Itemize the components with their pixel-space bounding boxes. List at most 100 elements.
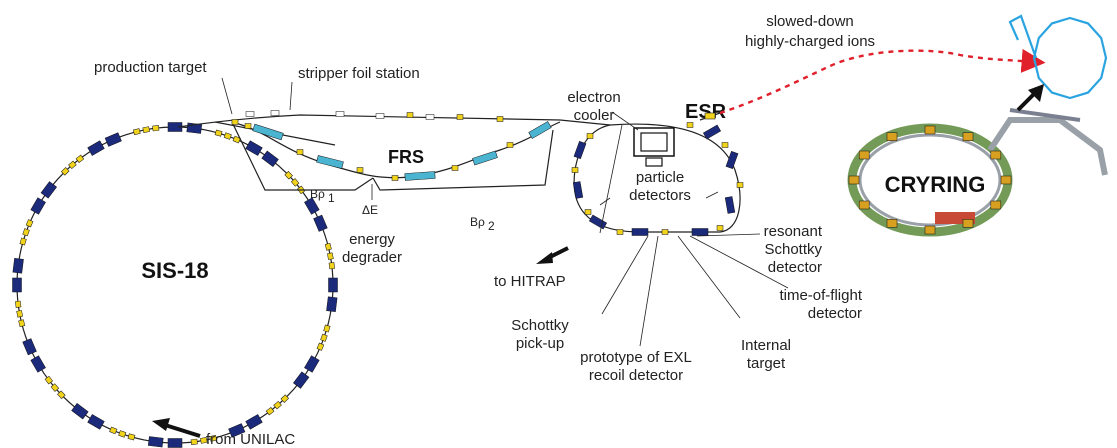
cryring-orbit [1008,14,1108,100]
frs-diagnostic [425,114,435,120]
frs-dipole [316,155,344,169]
sis-quadrupole [223,132,232,140]
sis-quadrupole [44,375,53,385]
from-unilac-label: from UNILAC [206,431,295,448]
brho2-label: Bρ 2 [470,215,495,233]
esr-quadrupole [586,133,594,139]
sis-quadrupole [68,160,77,170]
sis-quadrupole [190,438,198,445]
svg-text:detectors: detectors [629,187,691,204]
svg-text:resonant: resonant [764,223,823,240]
sis-dipole-magnet [304,197,320,215]
sis-dipole-magnet [40,181,57,199]
frs-dipole [252,123,284,141]
sis-quadrupole [19,237,27,246]
sis-quadrupole [109,426,118,435]
electron-cooler-label: electron cooler [567,89,620,124]
svg-text:detector: detector [768,259,822,276]
esr-quadrupole [584,209,592,215]
sis-dipole-magnet [71,403,89,420]
svg-text:Bρ: Bρ [310,187,325,201]
svg-text:1: 1 [328,191,335,205]
esr-dipole [724,196,736,214]
svg-text:energy: energy [349,231,395,248]
sis-dipole-magnet [147,436,164,448]
frs-label: FRS [388,147,424,167]
svg-text:highly-charged ions: highly-charged ions [745,33,875,50]
sis-quadrupole [132,128,141,136]
sis-quadrupole [265,407,275,416]
svg-text:cooler: cooler [574,107,615,124]
sis-dipole-magnet [30,355,46,373]
esr-quadrupole [736,182,744,188]
frs-quadrupole [456,114,464,120]
sis-quadrupole [273,400,282,410]
sis-quadrupole [323,324,331,333]
sis-quadrupole [22,228,30,237]
sis-quadrupole [214,129,223,137]
slowed-ions-label: slowed-down highly-charged ions [745,13,875,50]
sis-dipole-magnet [104,132,122,147]
frs-quadrupole [406,112,414,118]
sis-quadrupole [328,262,335,270]
svg-text:recoil detector: recoil detector [589,367,683,384]
sis-dipole-magnet [228,423,246,438]
frs-dipole [528,121,552,139]
sis-quadrupole [16,310,23,318]
sis-quadrupole [75,154,85,163]
sis-quadrupole [127,433,136,441]
esr-dipole [572,181,584,199]
cryring-magnet [1000,175,1012,185]
svg-text:2: 2 [488,219,495,233]
esr-quadrupole [721,142,729,148]
cryring-magnet [962,219,974,228]
esr-dipole [588,214,608,230]
resonant-schottky-label: resonant Schottky detector [764,223,823,276]
cryring-machine [847,108,1108,237]
sis-quadrupole [57,390,66,400]
svg-text:Internal: Internal [741,337,791,354]
frs-dipole [472,150,498,166]
sis-dipole-magnet [313,214,328,232]
arrow-from-unilac [152,418,201,438]
sis-quadrupole [290,178,300,187]
sis-quadrupole [152,125,160,132]
esr-dipole [725,150,739,170]
svg-text:pick-up: pick-up [516,335,564,352]
delta-e-label: ΔE [362,203,378,217]
frs-quadrupole [496,116,504,122]
esr-dipole [573,140,587,160]
frs-quadrupole [391,175,399,181]
sis-quadrupole [50,383,60,392]
sis-quadrupole [25,219,34,228]
ion-transfer-path [719,48,1046,115]
cryring-label: CRYRING [885,172,986,197]
cryring-magnet [858,150,870,160]
tof-detector-label: time-of-flight detector [779,287,862,322]
frs-quadrupole [356,167,364,173]
cryring-magnet [886,219,898,228]
frs-quadrupole [506,142,514,148]
svg-text:degrader: degrader [342,249,402,266]
svg-text:detector: detector [808,305,862,322]
arrow-to-hitrap [536,246,569,264]
svg-text:Schottky: Schottky [764,241,822,258]
to-hitrap-label: to HITRAP [494,273,566,290]
sis-quadrupole [118,430,127,438]
cryring-magnet [924,225,936,235]
brho1-label: Bρ 1 [310,187,335,205]
cryring-magnet [886,132,898,141]
svg-text:prototype of EXL: prototype of EXL [580,349,692,366]
esr-quadrupole [716,225,724,231]
stripper-label: stripper foil station [298,65,420,82]
sis-dipole-magnet [328,277,338,293]
esr-label: ESR [685,101,727,123]
svg-text:Bρ: Bρ [470,215,485,229]
esr-dipole [702,124,722,140]
sis-dipole-magnet [261,150,279,167]
cryring-magnet [990,150,1002,160]
sis-quadrupole [280,394,290,403]
sis-dipole-magnet [22,338,37,356]
